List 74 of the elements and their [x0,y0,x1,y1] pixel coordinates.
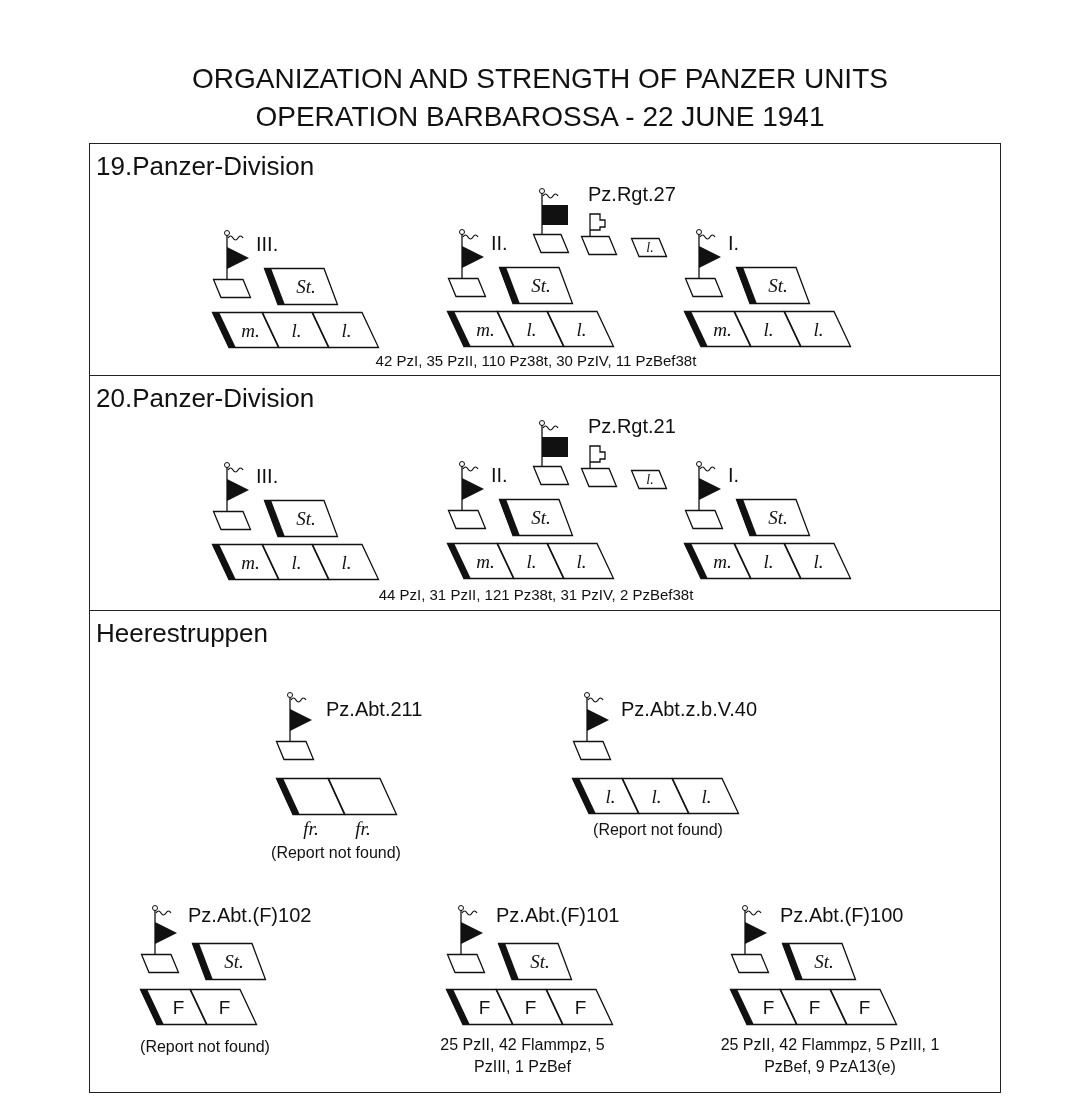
unit-symbol: F [496,989,563,1025]
unit-label: Pz.Abt.(F)101 [496,903,620,927]
empty-unit-symbol [448,278,486,297]
unit-symbol: l. [262,544,329,580]
empty-unit-symbol [213,279,251,298]
section-panel [89,610,1001,1093]
unit-symbol: St. [264,500,338,537]
report-note: (Report not found) [139,1037,271,1057]
unit-symbol: l. [312,312,379,348]
unit-symbol: l. [784,311,851,347]
unit-symbol: F [190,989,257,1025]
unit-symbol: l. [312,544,379,580]
unit-label: Pz.Abt.(F)102 [188,903,312,927]
strength-note: 42 PzI, 35 PzII, 110 Pz38t, 30 PzIV, 11 PzBef38t [374,351,698,371]
empty-unit-symbol [141,954,179,973]
empty-unit-symbol [581,468,617,487]
empty-unit-symbol [581,236,617,255]
cell-caption: fr. [303,819,319,838]
unit-symbol: St. [499,267,573,304]
regiment-label: Pz.Rgt.27 [588,182,676,206]
unit-symbol: l. [631,470,667,489]
unit-symbol: l. [497,543,564,579]
empty-unit-symbol [533,466,569,485]
unit-label: Pz.Abt.(F)100 [780,903,904,927]
unit-symbol: St. [782,943,856,980]
section-heading: Heerestruppen [96,617,268,650]
strength-note: 25 PzII, 42 Flammpz, 5 PzIII, 1 PzBef [439,1035,606,1077]
unit-symbol: St. [264,268,338,305]
unit-symbol: l. [262,312,329,348]
empty-unit-symbol [533,234,569,253]
unit-label: Pz.Abt.z.b.V.40 [621,697,757,721]
unit-symbol: St. [498,943,572,980]
cell-caption: fr. [355,819,371,838]
unit-symbol: St. [736,499,810,536]
unit-symbol: l. [547,311,614,347]
empty-unit-symbol [213,511,251,530]
unit-symbol: l. [631,238,667,257]
unit-symbol: F [780,989,847,1025]
report-note: (Report not found) [270,843,402,863]
unit-symbol: l. [734,311,801,347]
unit-symbol: l. [784,543,851,579]
unit-symbol: l. [734,543,801,579]
section-panel [89,375,1001,611]
unit-symbol: St. [192,943,266,980]
unit-label: Pz.Abt.211 [326,697,423,721]
diagram-title: ORGANIZATION AND STRENGTH OF PANZER UNITS OPERATION BARBAROSSA - 22 JUNE 1941 [191,62,889,134]
section-heading: 19.Panzer-Division [96,150,315,183]
unit-label: I. [728,463,740,487]
empty-unit-symbol [276,741,314,760]
regiment-label: Pz.Rgt.21 [588,414,676,438]
unit-symbol: F [830,989,897,1025]
empty-unit-symbol [448,510,486,529]
unit-label: III. [256,232,279,256]
empty-unit-symbol [573,741,611,760]
unit-symbol: St. [736,267,810,304]
section-heading: 20.Panzer-Division [96,382,315,415]
unit-label: II. [491,463,508,487]
unit-symbol: l. [672,778,739,814]
unit-label: I. [728,231,740,255]
unit-label: II. [491,231,508,255]
empty-unit-symbol [685,278,723,297]
section-panel [89,143,1001,376]
unit-symbol: l. [497,311,564,347]
empty-unit-symbol [447,954,485,973]
unit-symbol: l. [622,778,689,814]
unit-symbol: F [546,989,613,1025]
empty-unit-symbol [731,954,769,973]
unit-symbol: St. [499,499,573,536]
unit-symbol: l. [547,543,614,579]
strength-note: 44 PzI, 31 PzII, 121 Pz38t, 31 PzIV, 2 PzBef38t [377,585,695,605]
empty-unit-symbol [685,510,723,529]
report-note: (Report not found) [592,820,724,840]
unit-label: III. [256,464,279,488]
strength-note: 25 PzII, 42 Flammpz, 5 PzIII, 1 PzBef, 9 PzA13(e) [719,1035,941,1077]
